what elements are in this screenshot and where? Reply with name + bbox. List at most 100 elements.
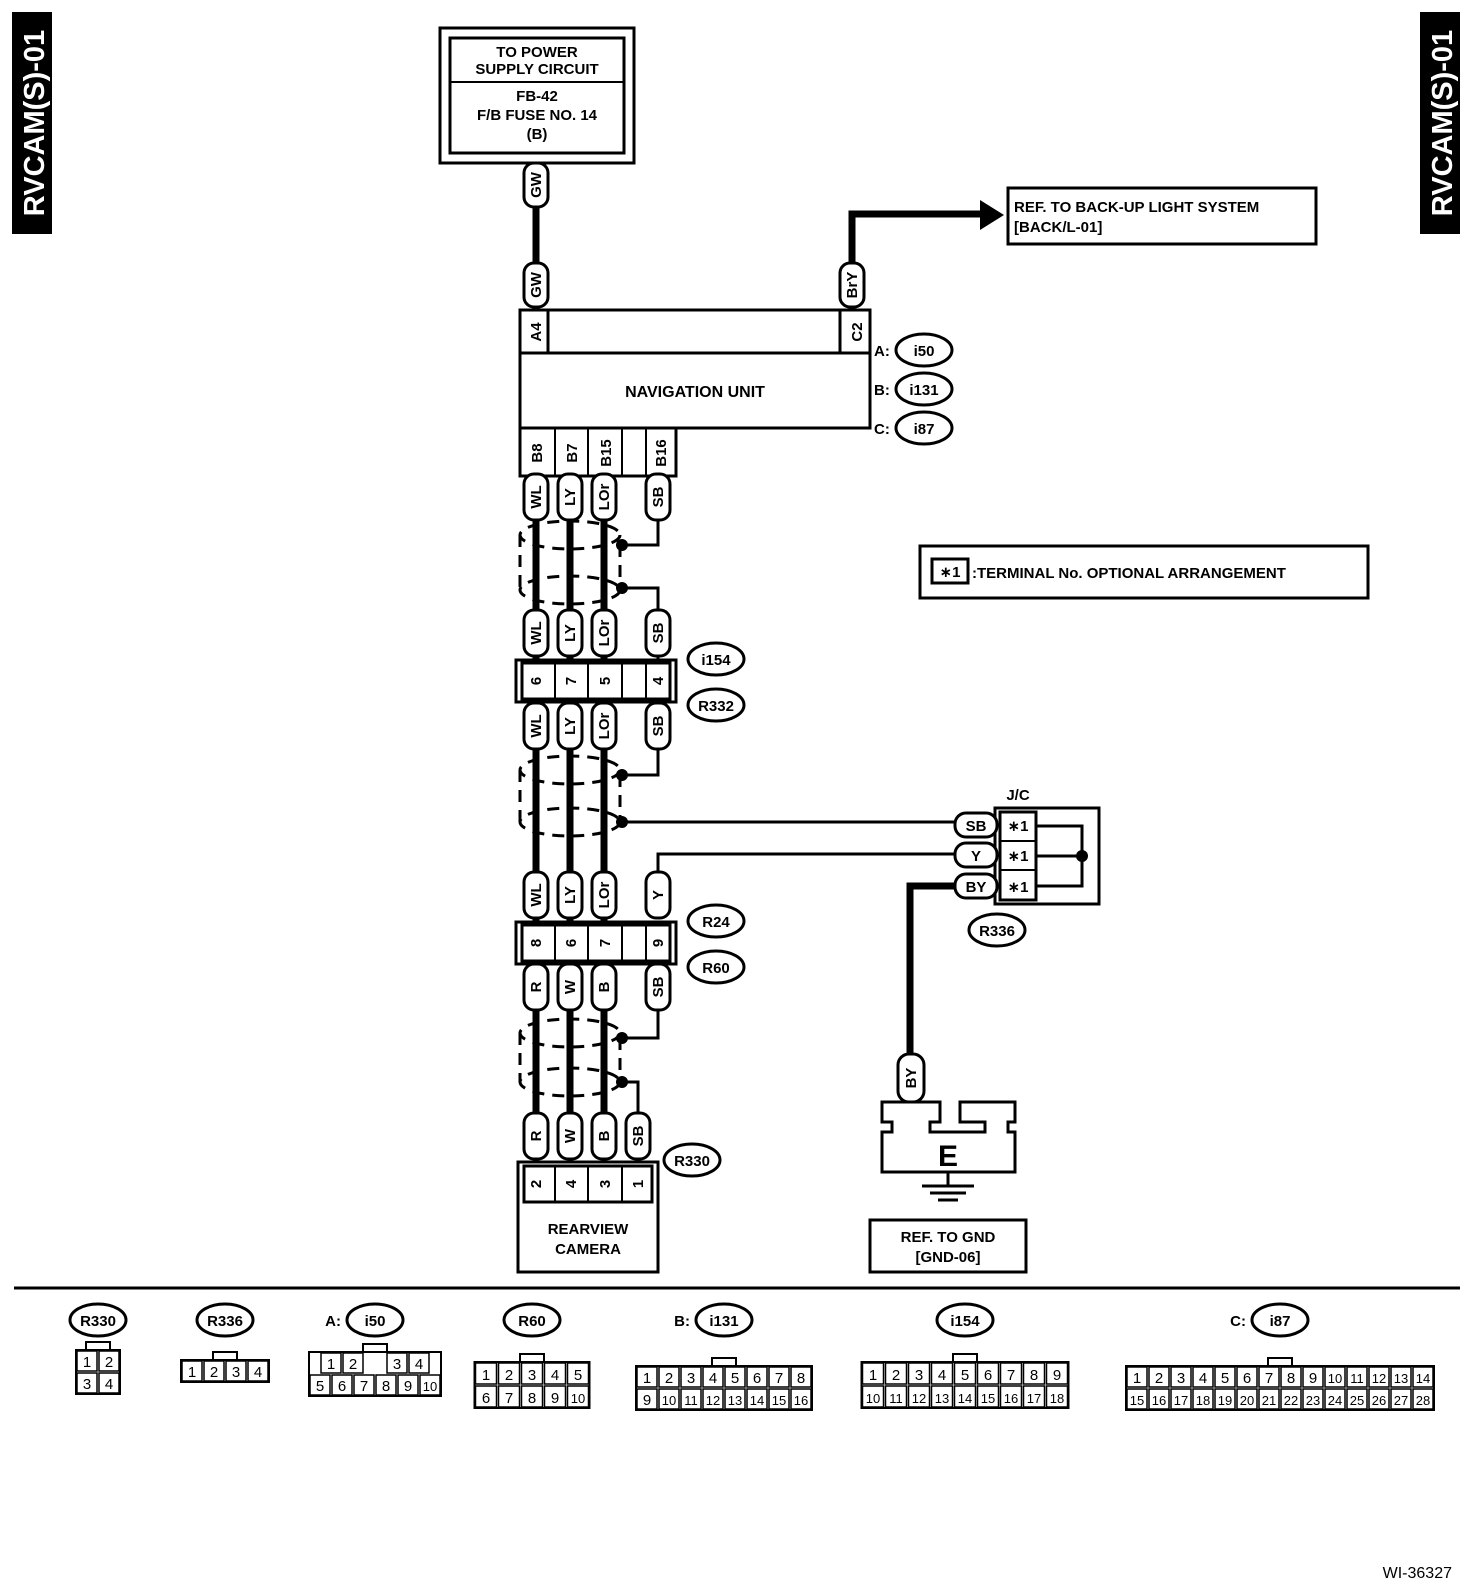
connector-pin: 10 <box>423 1379 437 1394</box>
wire-label-sb-3: SB <box>650 715 667 736</box>
connector-pin: 10 <box>662 1393 676 1408</box>
connector-pin: 4 <box>551 1367 559 1384</box>
connector-pin: 5 <box>961 1367 969 1384</box>
wire-label-y-1: Y <box>650 890 667 900</box>
connector-pin: 24 <box>1328 1393 1342 1408</box>
camera-line-2: CAMERA <box>555 1241 621 1258</box>
connector-pin: 7 <box>505 1390 513 1407</box>
power-line-5: (B) <box>527 126 548 143</box>
ground-wire-label: BY <box>903 1068 920 1089</box>
connector-pin: 5 <box>574 1367 582 1384</box>
backup-ref-line-1: REF. TO BACK-UP LIGHT SYSTEM <box>1014 199 1259 216</box>
wire-label-lor-2: LOr <box>596 620 613 647</box>
connector-pin: 23 <box>1306 1393 1320 1408</box>
connector-pin: 17 <box>1174 1393 1188 1408</box>
wire-label-bry: BrY <box>844 272 861 299</box>
page-id-left: RVCAM(S)-01 <box>19 30 51 216</box>
connector-pin: 17 <box>1027 1391 1041 1406</box>
connector-pin: 9 <box>404 1378 412 1395</box>
backup-light-ref-box: REF. TO BACK-UP LIGHT SYSTEM [BACK/L-01] <box>1006 186 1318 246</box>
camera-line-1: REARVIEW <box>548 1221 629 1238</box>
connector-pin: 1 <box>188 1364 196 1381</box>
connector-pin: 4 <box>1199 1370 1207 1387</box>
connector-pin: 9 <box>1053 1367 1061 1384</box>
wire-bry <box>848 210 982 310</box>
connector-pin: 7 <box>775 1370 783 1387</box>
connector-pin: 3 <box>1177 1370 1185 1387</box>
r332-label: R332 <box>698 698 734 715</box>
shield-2 <box>518 754 628 838</box>
i154-pin-4: 4 <box>650 676 667 685</box>
i154-pin-5: 5 <box>597 677 614 685</box>
connector-pin: 8 <box>797 1370 805 1387</box>
wire-label-lor-3: LOr <box>596 713 613 740</box>
connector-view-label: i131 <box>709 1313 738 1330</box>
wire-color-labels: GW GW BrY WL LY LOr SB WL LY LOr SB WL L… <box>522 161 866 1161</box>
arrow-head-icon <box>980 200 1004 230</box>
connector-pin: 2 <box>892 1367 900 1384</box>
wire-label-sb-4: SB <box>650 976 667 997</box>
connector-pin: 6 <box>482 1390 490 1407</box>
connector-pin: 10 <box>571 1391 585 1406</box>
nav-connector-ids: A: i50 B: i131 C: i87 <box>874 332 954 446</box>
connector-pin: 11 <box>1350 1371 1364 1386</box>
connector-pin: 4 <box>254 1364 262 1381</box>
r24-pin-6: 6 <box>563 939 580 947</box>
shield-1 <box>518 519 628 606</box>
wire-label-r-1: R <box>528 981 545 992</box>
backup-ref-line-2: [BACK/L-01] <box>1014 219 1102 236</box>
pin-b8: B8 <box>529 443 546 462</box>
wire-label-wl-1: WL <box>528 485 545 508</box>
connector-pin: 1 <box>482 1367 490 1384</box>
jc-wire-by: BY <box>966 879 987 896</box>
connector-pin: 18 <box>1196 1393 1210 1408</box>
wire-label-ly-3: LY <box>562 717 579 735</box>
connector-pin: 9 <box>551 1390 559 1407</box>
connector-view-label: R336 <box>207 1313 243 1330</box>
r24-pin-8: 8 <box>528 939 545 947</box>
connector-view-label: i154 <box>950 1313 980 1330</box>
jc-wire-y: Y <box>971 848 981 865</box>
camera-pin-1: 1 <box>630 1180 647 1188</box>
connector-pin: 1 <box>643 1370 651 1387</box>
camera-pin-2: 2 <box>528 1180 545 1188</box>
connector-pin: 12 <box>706 1393 720 1408</box>
connector-pin: 12 <box>912 1391 926 1406</box>
connector-pin: 4 <box>709 1370 717 1387</box>
r60-label: R60 <box>702 960 730 977</box>
wire-label-gw-1: GW <box>528 171 545 198</box>
connector-pin: 13 <box>935 1391 949 1406</box>
wire-label-b-2: B <box>596 1130 613 1141</box>
connector-view-prefix: C: <box>1230 1313 1246 1330</box>
wire-label-lor-1: LOr <box>596 484 613 511</box>
power-line-1: TO POWER <box>496 44 578 61</box>
ground-letter: E <box>938 1140 958 1173</box>
figure-id: WI-36327 <box>1383 1565 1452 1582</box>
nav-unit-label: NAVIGATION UNIT <box>625 384 765 401</box>
connector-pin: 6 <box>1243 1370 1251 1387</box>
connector-pin: 6 <box>338 1378 346 1395</box>
jc-wire-sb: SB <box>966 818 987 835</box>
connector-pin: 20 <box>1240 1393 1254 1408</box>
connector-pin: 10 <box>1328 1371 1342 1386</box>
camera-pin-4: 4 <box>563 1179 580 1188</box>
ground-point: BY E REF. TO GND [GND-06] <box>868 1052 1028 1274</box>
camera-pin-3: 3 <box>597 1180 614 1188</box>
r24-label: R24 <box>702 914 730 931</box>
rearview-camera: 2 4 3 1 REARVIEW CAMERA R330 <box>516 1142 722 1274</box>
connector-r24-r60: 8 6 7 9 R24 R60 <box>514 903 746 985</box>
wire-label-wl-3: WL <box>528 714 545 737</box>
connector-i154-r332: 6 7 5 4 i154 R332 <box>514 641 746 723</box>
connector-pin: 14 <box>750 1393 764 1408</box>
connector-pin: 1 <box>869 1367 877 1384</box>
nav-conn-c-label: i87 <box>914 421 935 438</box>
wire-label-ly-2: LY <box>562 624 579 642</box>
ground-ref-line-2: [GND-06] <box>915 1249 980 1266</box>
connector-pin: 16 <box>794 1393 808 1408</box>
connector-pin: 5 <box>1221 1370 1229 1387</box>
